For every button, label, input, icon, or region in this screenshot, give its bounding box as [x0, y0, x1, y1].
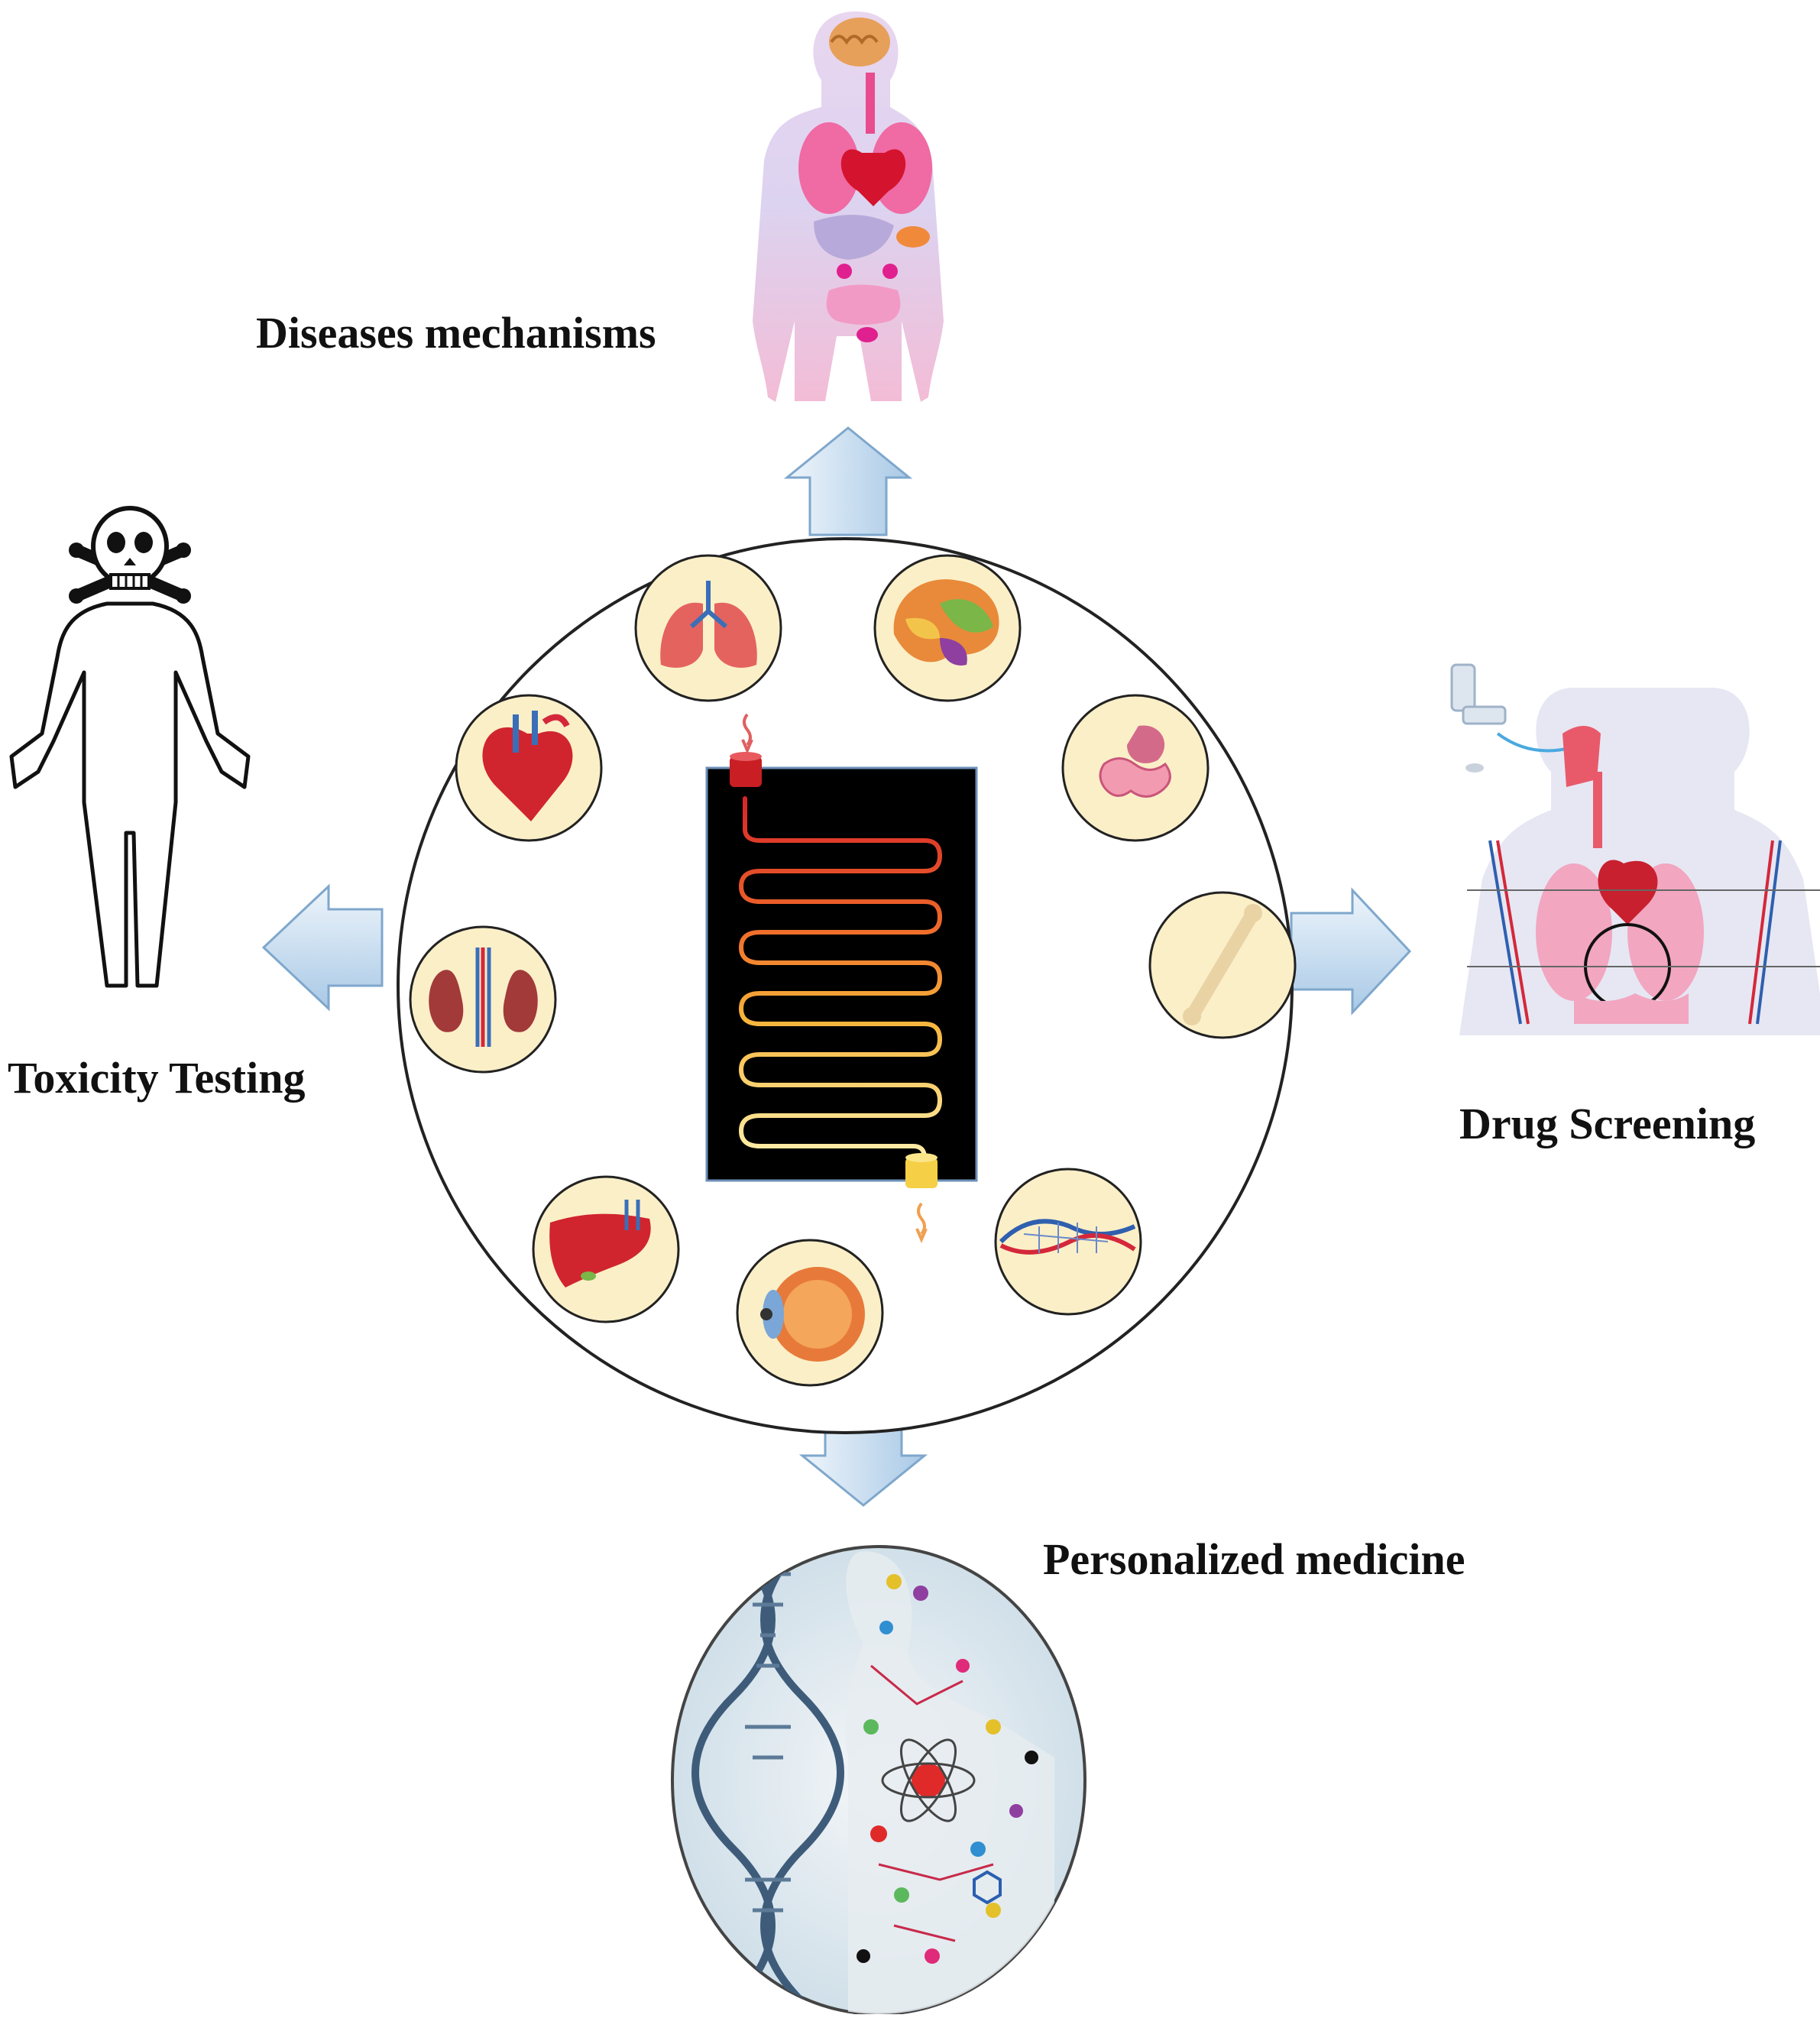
blood-vessel-icon: [999, 1219, 1136, 1244]
drug-screening-body-illustration: [1450, 663, 1820, 1035]
organ-heart: [455, 694, 603, 842]
heart-icon: [1598, 860, 1658, 925]
atom-icon: [912, 1764, 945, 1797]
organ-brain: [873, 554, 1022, 702]
inhaler-icon: [1450, 663, 1476, 712]
brain-icon: [829, 18, 890, 66]
arrow-up: [783, 426, 913, 536]
label-drug-screening: Drug Screening: [1459, 1099, 1755, 1148]
arrow-left: [261, 883, 384, 1012]
label-personalized-medicine: Personalized medicine: [1043, 1534, 1465, 1584]
label-toxicity-testing: Toxicity Testing: [8, 1053, 305, 1103]
organ-kidneys: [409, 925, 557, 1074]
outlet-port: [905, 1158, 938, 1188]
organ-blood-vessels: [994, 1168, 1142, 1316]
lungs-icon: [660, 602, 703, 668]
liver-icon: [549, 1213, 651, 1288]
organ-liver: [532, 1175, 680, 1323]
microfluidic-chip: [705, 713, 978, 1244]
organ-eye: [736, 1239, 884, 1387]
arrow-right: [1290, 887, 1412, 1015]
heart-icon: [840, 149, 906, 206]
personalized-medicine-illustration: [671, 1545, 1086, 2016]
kidney-icon: [429, 970, 464, 1032]
organ-bone: [1148, 891, 1297, 1039]
label-diseases-mechanisms: Diseases mechanisms: [256, 308, 656, 358]
inlet-port: [730, 756, 762, 787]
human-body-organs-illustration: [753, 11, 944, 402]
dna-helix-icon: [691, 1547, 776, 2005]
heart-icon: [482, 727, 573, 821]
human-outline-icon: [9, 601, 251, 988]
lung-icon: [798, 122, 860, 214]
organ-lungs: [634, 554, 782, 702]
stomach-icon: [1127, 725, 1165, 763]
bone-icon: [1185, 906, 1260, 1023]
organ-stomach-intestine: [1061, 694, 1210, 842]
brain-icon: [893, 579, 999, 662]
skull-crossbones-human-outline: [9, 506, 251, 988]
